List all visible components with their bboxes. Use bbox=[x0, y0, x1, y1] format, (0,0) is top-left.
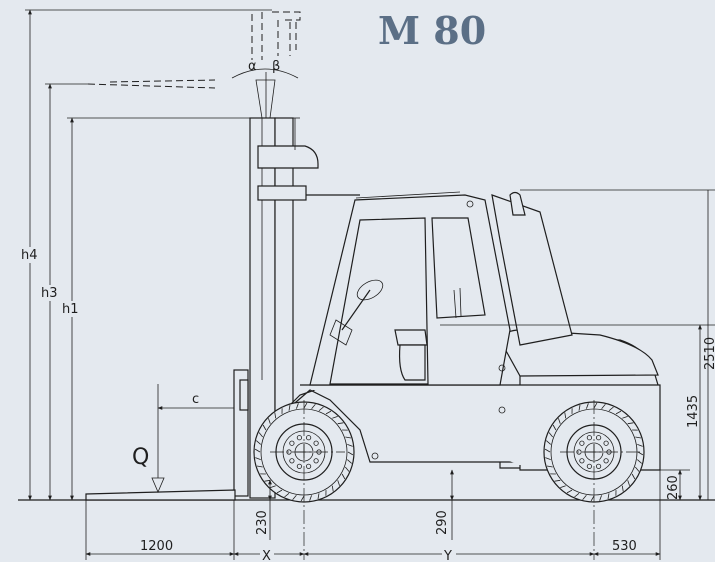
height-dimensions: h4 h3 h1 bbox=[20, 9, 272, 501]
load-center-marker: c Q bbox=[132, 384, 234, 494]
h4-label: h4 bbox=[21, 248, 38, 263]
dim-2510-label: 2510 bbox=[703, 337, 715, 370]
mast bbox=[249, 117, 360, 499]
front-wheel-tread bbox=[254, 402, 354, 502]
fork-carriage bbox=[85, 369, 249, 501]
dim-530-label: 530 bbox=[612, 539, 637, 554]
h1-label: h1 bbox=[62, 302, 79, 317]
c-label: c bbox=[192, 392, 199, 407]
model-title: M 80 bbox=[378, 8, 486, 53]
dim-230-label: 230 bbox=[255, 510, 270, 535]
q-label: Q bbox=[132, 445, 149, 470]
h3-label: h3 bbox=[41, 286, 58, 301]
rear-wheel-tread bbox=[544, 402, 644, 502]
length-dimensions: 1200 X Y 530 bbox=[85, 470, 661, 562]
forklift-body bbox=[274, 189, 715, 471]
y-label: Y bbox=[443, 549, 452, 562]
vertical-dimensions: 1435 260 2510 290 230 bbox=[255, 190, 715, 540]
beta-label: β bbox=[272, 59, 280, 74]
dim-1435-label: 1435 bbox=[686, 395, 701, 428]
alpha-label: α bbox=[248, 59, 257, 74]
raised-fork-outline bbox=[87, 11, 301, 89]
dim-290-label: 290 bbox=[435, 510, 450, 535]
tilt-angle-indicator: α β bbox=[231, 59, 299, 119]
axle-center-lines bbox=[270, 400, 640, 560]
x-label: X bbox=[262, 549, 271, 562]
dim-260-label: 260 bbox=[666, 475, 681, 500]
fork-length-label: 1200 bbox=[140, 539, 173, 554]
